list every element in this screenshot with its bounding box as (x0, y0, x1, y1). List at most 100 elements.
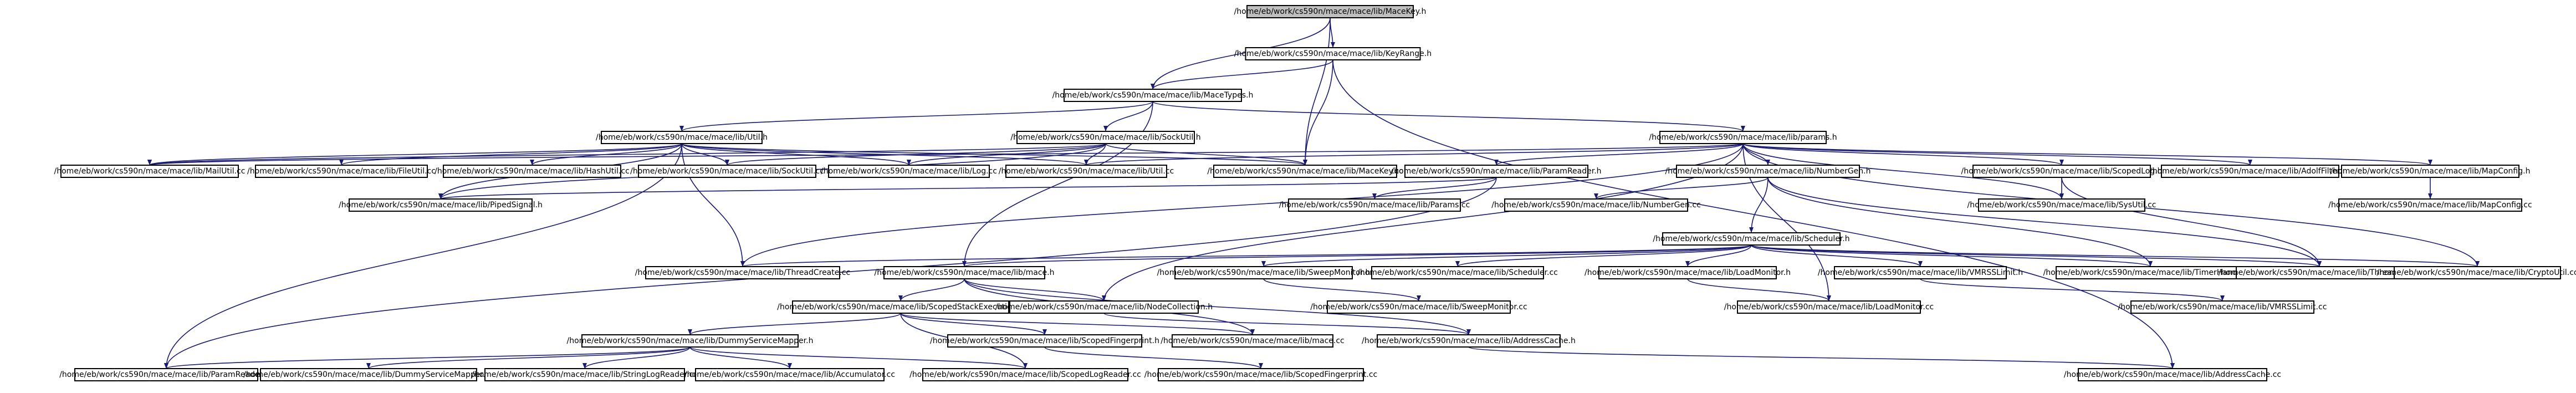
node-box (1174, 266, 1353, 279)
graph-node-addresscache-h[interactable]: /home/eb/work/cs590n/mace/mace/lib/Addre… (1362, 334, 1576, 348)
edge-scopedfingerprint-h-to-scopedfingerprint-cc (1044, 346, 1263, 369)
graph-node-stringlogreader-cc[interactable]: /home/eb/work/cs590n/mace/mace/lib/Strin… (472, 368, 698, 381)
node-box (60, 165, 239, 178)
graph-node-fileutil-cc[interactable]: /home/eb/work/cs590n/mace/mace/lib/FileU… (247, 165, 436, 178)
edge-numbergen-h-to-threadpool-h (1767, 177, 2322, 267)
node-box (947, 334, 1142, 348)
node-label: /home/eb/work/cs590n/mace/mace/lib/VMRSS… (1818, 268, 2023, 277)
node-box (1659, 131, 1827, 144)
edge-sockutil-h-to-mailutil-cc (147, 143, 1106, 166)
edge-macetypes-h-to-mace-h (962, 101, 1153, 267)
node-label: /home/eb/work/cs590n/mace/mace/lib/Numbe… (1665, 167, 1870, 176)
graph-node-hashutil-cc[interactable]: /home/eb/work/cs590n/mace/mace/lib/HashU… (435, 165, 630, 178)
edge-mace-h-to-nodecollection-h (964, 278, 1106, 302)
graph-node-cryptoutil-cc[interactable]: /home/eb/work/cs590n/mace/mace/lib/Crypt… (2376, 266, 2576, 279)
edge-scheduler-h-to-scheduler-cc (1455, 244, 1752, 267)
edge-macekey-h-to-keyrange-h (1330, 17, 1335, 48)
graph-node-mace-h[interactable]: /home/eb/work/cs590n/mace/mace/lib/mace.… (875, 266, 1055, 279)
node-label: /home/eb/work/cs590n/mace/mace/lib/Numbe… (1491, 201, 1701, 210)
graph-node-mace-cc[interactable]: /home/eb/work/cs590n/mace/mace/lib/mace.… (1161, 334, 1345, 348)
graph-node-sockutil-h[interactable]: /home/eb/work/cs590n/mace/mace/lib/SockU… (1010, 131, 1201, 144)
edge-loadmonitor-h-to-loadmonitor-cc (1687, 278, 1831, 302)
edge-scopedstackexecution-h-to-mace-cc (900, 313, 1255, 335)
graph-node-log-cc[interactable]: /home/eb/work/cs590n/mace/mace/lib/Log.c… (821, 165, 997, 178)
edge-scheduler-h-to-threadcreate-cc (740, 244, 1752, 267)
node-box (1598, 266, 1777, 279)
edge-macekey-h-to-macetypes-h (1151, 17, 1331, 90)
graph-node-sockutil-cc[interactable]: /home/eb/work/cs590n/mace/mace/lib/SockU… (630, 165, 824, 178)
graph-node-paramreader-h[interactable]: /home/eb/work/cs590n/mace/mace/lib/Param… (1391, 165, 1602, 178)
node-label: /home/eb/work/cs590n/mace/mace/lib/Util.… (999, 167, 1174, 176)
graph-node-sysutil-cc[interactable]: /home/eb/work/cs590n/mace/mace/lib/SysUt… (1967, 198, 2156, 212)
edge-params-h-to-mapconfig-h (1742, 143, 2432, 166)
graph-node-macekey-cc[interactable]: /home/eb/work/cs590n/mace/mace/lib/MaceK… (1207, 165, 1403, 178)
node-box (1371, 266, 1544, 279)
edge-util-h-to-log-cc (681, 143, 911, 166)
edge-params-h-to-paramreader-h (1494, 143, 1744, 166)
edge-params-h-to-adoltfilter-cc (1742, 143, 2252, 166)
node-label: /home/eb/work/cs590n/mace/mace/lib/Sched… (1653, 234, 1849, 243)
graph-node-threadcreate-cc[interactable]: /home/eb/work/cs590n/mace/mace/lib/Threa… (635, 266, 850, 279)
node-box (1327, 300, 1511, 314)
node-label: /home/eb/work/cs590n/mace/mace/lib/SockU… (1010, 133, 1200, 142)
graph-node-macekey-h[interactable]: /home/eb/work/cs590n/mace/mace/lib/MaceK… (1234, 5, 1427, 18)
graph-node-sweepmonitor-cc[interactable]: /home/eb/work/cs590n/mace/mace/lib/Sweep… (1310, 300, 1527, 314)
graph-node-numbergen-cc[interactable]: /home/eb/work/cs590n/mace/mace/lib/Numbe… (1491, 198, 1701, 212)
graph-node-macetypes-h[interactable]: /home/eb/work/cs590n/mace/mace/lib/MaceT… (1052, 89, 1254, 102)
graph-node-pipedsignal-h[interactable]: /home/eb/work/cs590n/mace/mace/lib/Piped… (339, 198, 543, 212)
graph-node-adoltfilter-cc[interactable]: /home/eb/work/cs590n/mace/mace/lib/Adolf… (2150, 165, 2350, 178)
node-label: /home/eb/work/cs590n/mace/mace/lib/Piped… (339, 201, 543, 210)
node-box (484, 368, 685, 381)
graph-node-dummyservicemapper-h[interactable]: /home/eb/work/cs590n/mace/mace/lib/Dummy… (567, 334, 814, 348)
node-box (1064, 89, 1242, 102)
node-label: /home/eb/work/cs590n/mace/mace/lib/param… (1649, 133, 1837, 142)
graph-node-util-h[interactable]: /home/eb/work/cs590n/mace/mace/lib/Util.… (596, 131, 768, 144)
edge-scheduler-h-to-mace-h (962, 244, 1752, 267)
graph-node-nodecollection-h[interactable]: /home/eb/work/cs590n/mace/mace/lib/NodeC… (995, 300, 1213, 314)
graph-node-paramreader-cc[interactable]: /home/eb/work/cs590n/mace/mace/lib/Param… (59, 368, 273, 381)
graph-node-numbergen-h[interactable]: /home/eb/work/cs590n/mace/mace/lib/Numbe… (1665, 165, 1871, 178)
graph-node-loadmonitor-cc[interactable]: /home/eb/work/cs590n/mace/mace/lib/LoadM… (1724, 300, 1934, 314)
graph-node-scopedstackexecution-h[interactable]: /home/eb/work/cs590n/mace/mace/lib/Scope… (777, 300, 1024, 314)
graph-node-keyrange-h[interactable]: /home/eb/work/cs590n/mace/mace/lib/KeyRa… (1234, 47, 1432, 60)
graph-node-util-cc[interactable]: /home/eb/work/cs590n/mace/mace/lib/Util.… (999, 165, 1174, 178)
graph-node-params-h[interactable]: /home/eb/work/cs590n/mace/mace/lib/param… (1649, 131, 1837, 144)
node-box (1016, 131, 1195, 144)
graph-node-params-cc[interactable]: /home/eb/work/cs590n/mace/mace/lib/Param… (1279, 198, 1470, 212)
graph-node-vmrsslimit-cc[interactable]: /home/eb/work/cs590n/mace/mace/lib/VMRSS… (2118, 300, 2327, 314)
graph-node-scopedfingerprint-cc[interactable]: /home/eb/work/cs590n/mace/mace/lib/Scope… (1144, 368, 1377, 381)
node-box (349, 198, 533, 212)
node-label: /home/eb/work/cs590n/mace/mace/lib/Addre… (2064, 370, 2281, 379)
graph-node-mapconfig-h[interactable]: /home/eb/work/cs590n/mace/mace/lib/MapCo… (2330, 165, 2531, 178)
graph-node-timerhandler-cc[interactable]: /home/eb/work/cs590n/mace/mace/lib/Timer… (2043, 266, 2258, 279)
graph-node-addresscache-cc[interactable]: /home/eb/work/cs590n/mace/mace/lib/Addre… (2064, 368, 2281, 381)
edge-numbergen-h-to-scheduler-h (1749, 177, 1769, 233)
graph-node-scopedlog-h[interactable]: /home/eb/work/cs590n/mace/mace/lib/Scope… (1961, 165, 2163, 178)
graph-node-dummyservicemapper-cc[interactable]: /home/eb/work/cs590n/mace/mace/lib/Dummy… (243, 368, 494, 381)
node-box (74, 368, 258, 381)
node-label: /home/eb/work/cs590n/mace/mace/lib/Accum… (684, 370, 895, 379)
graph-node-scopedlogreader-cc[interactable]: /home/eb/work/cs590n/mace/mace/lib/Scope… (909, 368, 1141, 381)
edge-util-h-to-fileutil-cc (339, 143, 682, 166)
graph-node-loadmonitor-h[interactable]: /home/eb/work/cs590n/mace/mace/lib/LoadM… (1585, 266, 1791, 279)
graph-node-mapconfig-cc[interactable]: /home/eb/work/cs590n/mace/mace/lib/MapCo… (2328, 198, 2532, 212)
node-box (1377, 334, 1561, 348)
edge-macetypes-h-to-sockutil-h (1103, 101, 1153, 132)
edge-scheduler-h-to-vmrsslimit-h (1751, 244, 1923, 267)
node-box (1009, 300, 1199, 314)
graph-node-mailutil-cc[interactable]: /home/eb/work/cs590n/mace/mace/lib/MailU… (54, 165, 246, 178)
graph-node-scheduler-h[interactable]: /home/eb/work/cs590n/mace/mace/lib/Sched… (1653, 232, 1850, 246)
node-box (638, 165, 816, 178)
node-box (1005, 165, 1167, 178)
node-label: /home/eb/work/cs590n/mace/mace/lib/Sched… (1357, 268, 1558, 277)
graph-node-sweepmonitor-h[interactable]: /home/eb/work/cs590n/mace/mace/lib/Sweep… (1157, 266, 1371, 279)
graph-node-threadpool-h[interactable]: /home/eb/work/cs590n/mace/mace/lib/Threa… (2219, 266, 2420, 279)
node-label: /home/eb/work/cs590n/mace/mace/lib/mace.… (1161, 336, 1344, 345)
graph-node-scopedfingerprint-h[interactable]: /home/eb/work/cs590n/mace/mace/lib/Scope… (930, 334, 1159, 348)
edge-scopedstackexecution-h-to-dummyservicemapper-h (688, 313, 901, 335)
graph-node-scheduler-cc[interactable]: /home/eb/work/cs590n/mace/mace/lib/Sched… (1357, 266, 1558, 279)
node-label: /home/eb/work/cs590n/mace/mace/lib/Timer… (2043, 268, 2258, 277)
edge-numbergen-h-to-numbergen-cc (1594, 177, 1769, 200)
graph-node-accumulator-cc[interactable]: /home/eb/work/cs590n/mace/mace/lib/Accum… (684, 368, 895, 381)
graph-node-vmrsslimit-h[interactable]: /home/eb/work/cs590n/mace/mace/lib/VMRSS… (1818, 266, 2023, 279)
